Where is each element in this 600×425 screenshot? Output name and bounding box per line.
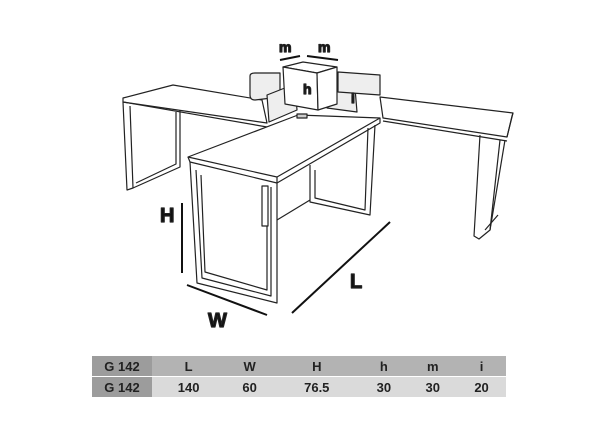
dimension-label-m-right: m (318, 39, 330, 55)
value-cell: 140 (152, 377, 226, 397)
value-cell: 76.5 (274, 377, 360, 397)
header-cell: H (274, 356, 360, 376)
value-cell: G 142 (92, 377, 152, 397)
dimension-label-H: H (160, 205, 174, 227)
desk-workstation-drawing: H W L m m h i (122, 38, 514, 333)
value-cell: 30 (408, 377, 458, 397)
left-desk (122, 84, 268, 191)
value-cell: 30 (359, 377, 409, 397)
header-cell: W (225, 356, 275, 376)
table-row: G 142 140 60 76.5 30 30 20 (92, 377, 506, 397)
header-cell: i (457, 356, 506, 376)
dimension-label-h: h (303, 81, 312, 97)
right-desk (379, 96, 514, 240)
dimension-label-W: W (208, 310, 227, 332)
dimension-lines (181, 55, 391, 316)
header-cell: L (152, 356, 226, 376)
header-cell: h (359, 356, 409, 376)
front-desk (187, 113, 381, 304)
value-cell: 60 (225, 377, 275, 397)
dimension-label-L: L (350, 271, 362, 293)
header-cell: m (408, 356, 458, 376)
partitions (249, 61, 381, 123)
spec-table: G 142 L W H h m i G 142 140 60 76.5 30 3… (92, 355, 506, 398)
value-cell: 20 (457, 377, 506, 397)
header-cell: G 142 (92, 356, 152, 376)
dimension-label-i: i (351, 90, 355, 106)
dimension-label-m-left: m (279, 39, 291, 55)
table-header-row: G 142 L W H h m i (92, 356, 506, 376)
